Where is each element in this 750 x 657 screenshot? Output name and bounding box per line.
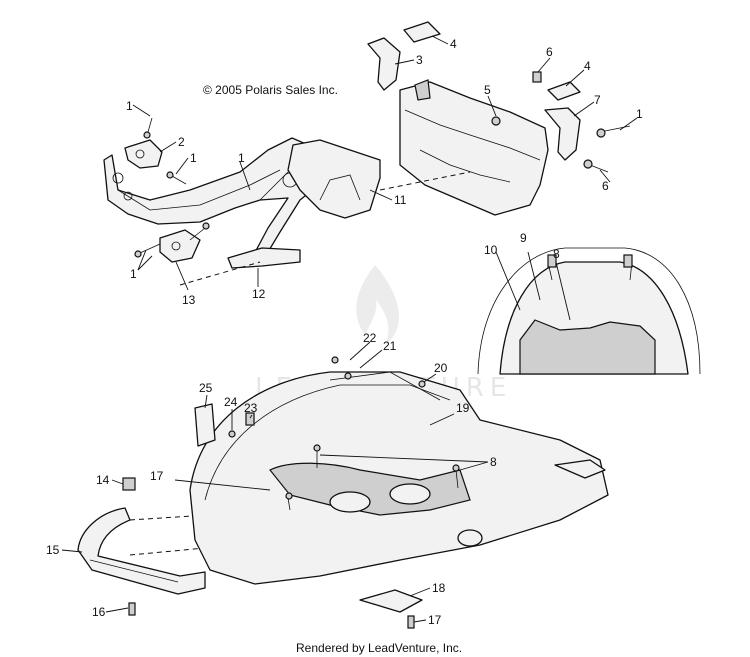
steering-bracket-assembly [399, 79, 549, 216]
part-7-bracket [544, 107, 581, 161]
callout-23: 23 [244, 401, 258, 415]
callout-2: 2 [178, 135, 185, 149]
callout-labels: 1 2 1 1 1 13 12 11 4 3 6 4 5 7 1 6 10 9 … [46, 37, 643, 627]
callout-17a: 17 [150, 469, 164, 483]
callout-1c: 1 [238, 151, 245, 165]
callout-22: 22 [363, 331, 377, 345]
callout-6b: 6 [602, 179, 609, 193]
lower-fasteners [122, 356, 460, 629]
footer-credit: Rendered by LeadVenture, Inc. [296, 641, 462, 655]
callout-4a: 4 [450, 37, 457, 51]
callout-21: 21 [383, 339, 397, 353]
fasteners [134, 71, 631, 258]
callout-13: 13 [182, 293, 196, 307]
callout-24: 24 [224, 395, 238, 409]
callout-15: 15 [46, 543, 60, 557]
callout-8b: 8 [490, 455, 497, 469]
callout-16: 16 [92, 605, 106, 619]
part-18-plate [359, 589, 423, 613]
callout-4b: 4 [584, 59, 591, 73]
callout-11: 11 [394, 193, 407, 207]
callout-5: 5 [484, 83, 491, 97]
part-3-bracket [367, 37, 401, 91]
callout-17b: 17 [428, 613, 442, 627]
callout-8a: 8 [553, 247, 560, 261]
callout-1a: 1 [126, 99, 133, 113]
callout-18: 18 [432, 581, 446, 595]
callout-7: 7 [594, 93, 601, 107]
callout-20: 20 [434, 361, 448, 375]
callout-14: 14 [96, 473, 110, 487]
inset-rear-view [477, 247, 701, 375]
part-4-plate-a [403, 21, 441, 43]
part-15-bumper [77, 507, 206, 595]
leader-lines [61, 35, 638, 623]
callout-25: 25 [199, 381, 213, 395]
callout-1e: 1 [636, 107, 643, 121]
callout-19: 19 [456, 401, 470, 415]
callout-1b: 1 [190, 151, 197, 165]
callout-12: 12 [252, 287, 266, 301]
front-frame-assembly [103, 137, 326, 263]
part-4-plate-b [547, 81, 581, 101]
callout-6a: 6 [546, 45, 553, 59]
callout-1d: 1 [130, 267, 137, 281]
part-25-bracket [194, 403, 216, 447]
copyright-text: © 2005 Polaris Sales Inc. [203, 83, 338, 97]
callout-3: 3 [416, 53, 423, 67]
callout-10: 10 [484, 243, 498, 257]
part-12-bracket [227, 247, 301, 269]
callout-9: 9 [520, 231, 527, 245]
